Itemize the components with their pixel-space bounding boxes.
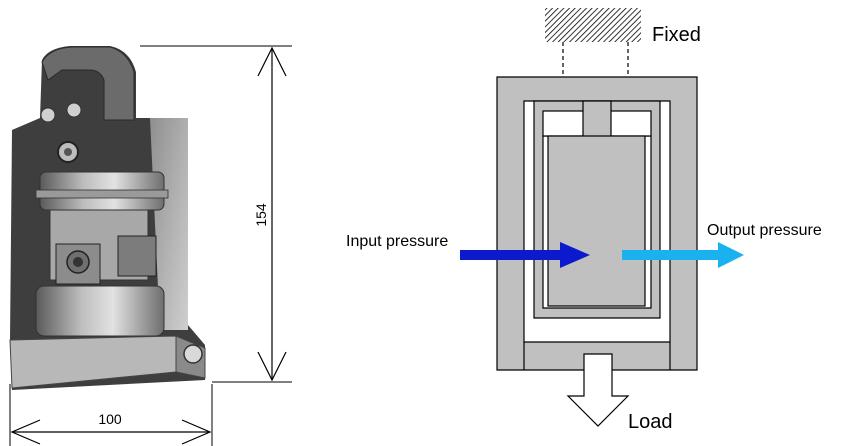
dimension-width-label: 100 bbox=[98, 411, 122, 427]
label-fixed: Fixed bbox=[652, 24, 701, 46]
label-load: Load bbox=[628, 411, 673, 433]
inner-block bbox=[547, 135, 646, 307]
fixed-support bbox=[545, 8, 641, 42]
photo-side-plate bbox=[150, 118, 188, 330]
output-arrow bbox=[622, 242, 744, 268]
device-photo bbox=[9, 46, 206, 390]
photo-top-bracket bbox=[41, 46, 135, 121]
dimension-width: 100 bbox=[9, 384, 213, 446]
photo-lower-cylinder bbox=[35, 285, 165, 337]
input-arrow bbox=[460, 242, 590, 268]
dimension-height: 154 bbox=[140, 45, 292, 383]
photo-bolts bbox=[40, 102, 82, 163]
photo-fitting bbox=[183, 344, 203, 364]
dimension-height-label: 154 bbox=[253, 203, 269, 227]
schematic: Fixed Input pressure Output pressure Lo bbox=[346, 8, 822, 433]
stem bbox=[582, 100, 612, 138]
load-arrow bbox=[566, 353, 630, 427]
label-output-pressure: Output pressure bbox=[707, 222, 822, 239]
label-input-pressure: Input pressure bbox=[346, 233, 448, 250]
